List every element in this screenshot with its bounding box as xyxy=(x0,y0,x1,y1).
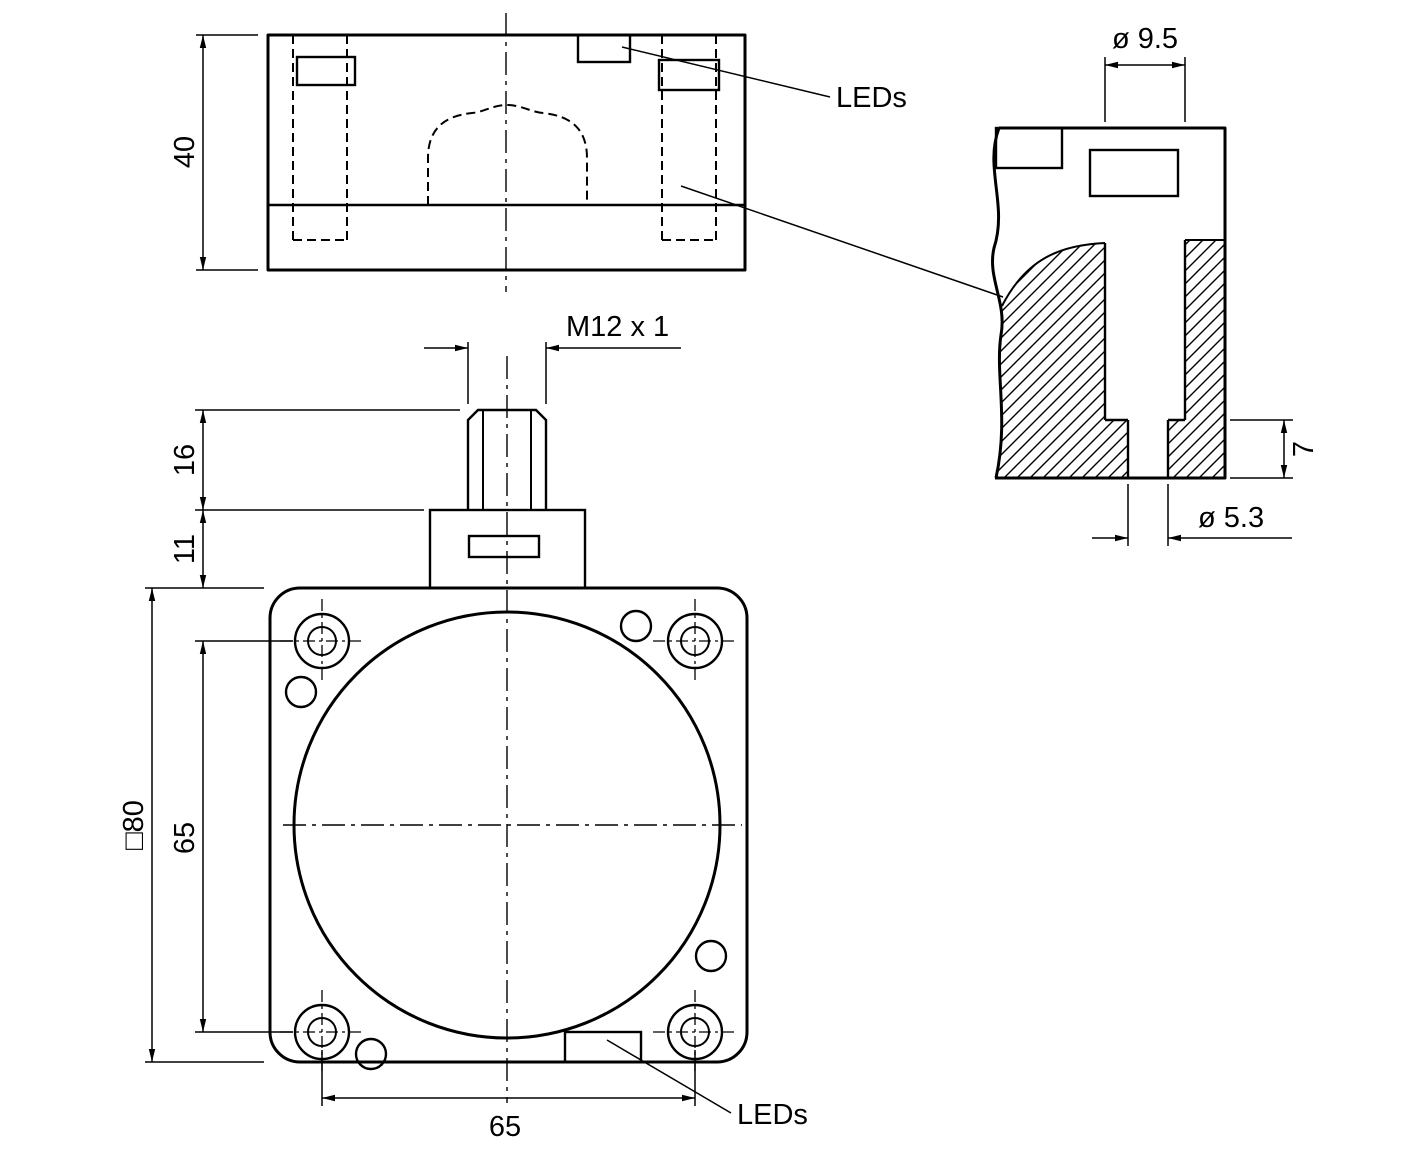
dimension-thread-spec: M12 x 1 xyxy=(424,311,681,404)
mounting-hole-top-left xyxy=(280,599,364,683)
thread-spec-label: M12 x 1 xyxy=(566,311,669,343)
fixing-holes xyxy=(284,609,728,1071)
dim-65-vertical-text: 65 xyxy=(169,822,201,854)
dim-40-text: 40 xyxy=(169,136,201,168)
connector-collar xyxy=(428,508,587,590)
detail-corner-notch xyxy=(994,126,1064,170)
front-view: M12 x 1 16 11 □80 65 65 xyxy=(118,311,808,1143)
section-hatch-right xyxy=(1168,240,1225,478)
dim-9-5-text: ø 9.5 xyxy=(1112,23,1178,55)
collar-led-window xyxy=(467,534,541,559)
detail-break-edge xyxy=(991,127,1004,479)
leds-label-top: LEDs xyxy=(836,82,907,114)
dim-11-text: 11 xyxy=(169,534,201,564)
top-view: 40 LEDs xyxy=(169,13,907,292)
leds-label-front: LEDs xyxy=(737,1099,808,1131)
top-view-body-outline xyxy=(266,33,747,272)
dimension-through-hole-diameter: ø 5.3 xyxy=(1092,484,1292,546)
dim-16-text: 16 xyxy=(169,444,201,476)
dim-65-horizontal-text: 65 xyxy=(489,1111,521,1143)
m12-hex-flats xyxy=(482,411,532,510)
sensing-face-circle xyxy=(292,610,722,1040)
top-view-hidden-mounting-holes xyxy=(292,35,717,241)
dimension-hole-spacing-horizontal: 65 xyxy=(321,1050,696,1143)
dim-80-text: □80 xyxy=(118,800,150,850)
detail-reference-leader xyxy=(680,185,1004,298)
dimension-counterbore-depth: 7 xyxy=(1230,419,1320,479)
detail-led-window xyxy=(1088,148,1180,198)
detail-section-edge-left xyxy=(1001,242,1106,307)
m12-connector-body xyxy=(466,408,548,510)
leds-callout-front: LEDs xyxy=(606,1039,808,1131)
front-led-window xyxy=(563,1030,643,1064)
leds-callout-top: LEDs xyxy=(621,46,907,114)
section-hatch-left xyxy=(996,243,1128,478)
dimension-hole-spacing-vertical: 65 xyxy=(169,640,293,1033)
section-detail-view: ø 9.5 7 ø 5.3 xyxy=(991,23,1320,546)
dim-5-3-text: ø 5.3 xyxy=(1198,502,1264,534)
dimension-housing-square: □80 xyxy=(118,587,264,1063)
dim-7-text: 7 xyxy=(1288,441,1320,457)
dimension-connector-length: 16 xyxy=(169,409,460,511)
counterbore-hole xyxy=(1103,240,1187,478)
dimension-housing-depth: 40 xyxy=(169,34,258,271)
detail-outline xyxy=(995,126,1227,480)
dimension-collar-height: 11 xyxy=(169,510,207,588)
dimension-counterbore-diameter: ø 9.5 xyxy=(1104,23,1186,122)
top-view-hidden-coil-dome xyxy=(427,103,588,205)
mounting-hole-top-right xyxy=(653,599,737,683)
top-view-led-windows xyxy=(295,33,721,92)
